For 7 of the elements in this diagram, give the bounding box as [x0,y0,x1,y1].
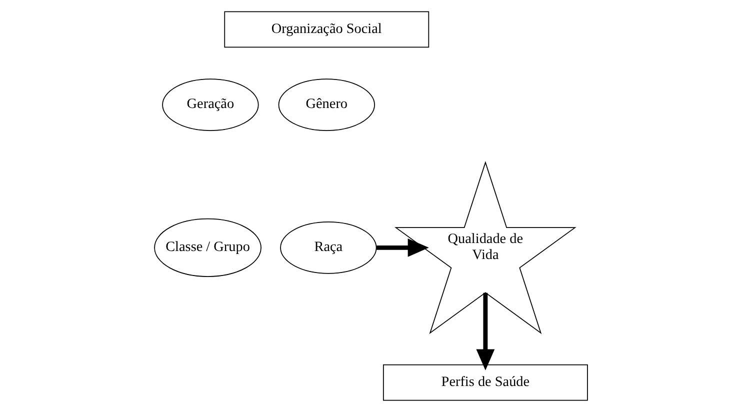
node-ellipse: Raça [280,222,377,274]
node-box: Perfis de Saúde [382,364,588,401]
node-ellipse: Gênero [278,78,375,131]
node-ellipse: Geração [162,78,259,131]
node-box: Organização Social [224,11,430,48]
node-ellipse: Classe / Grupo [154,218,262,277]
arrow [376,238,429,257]
